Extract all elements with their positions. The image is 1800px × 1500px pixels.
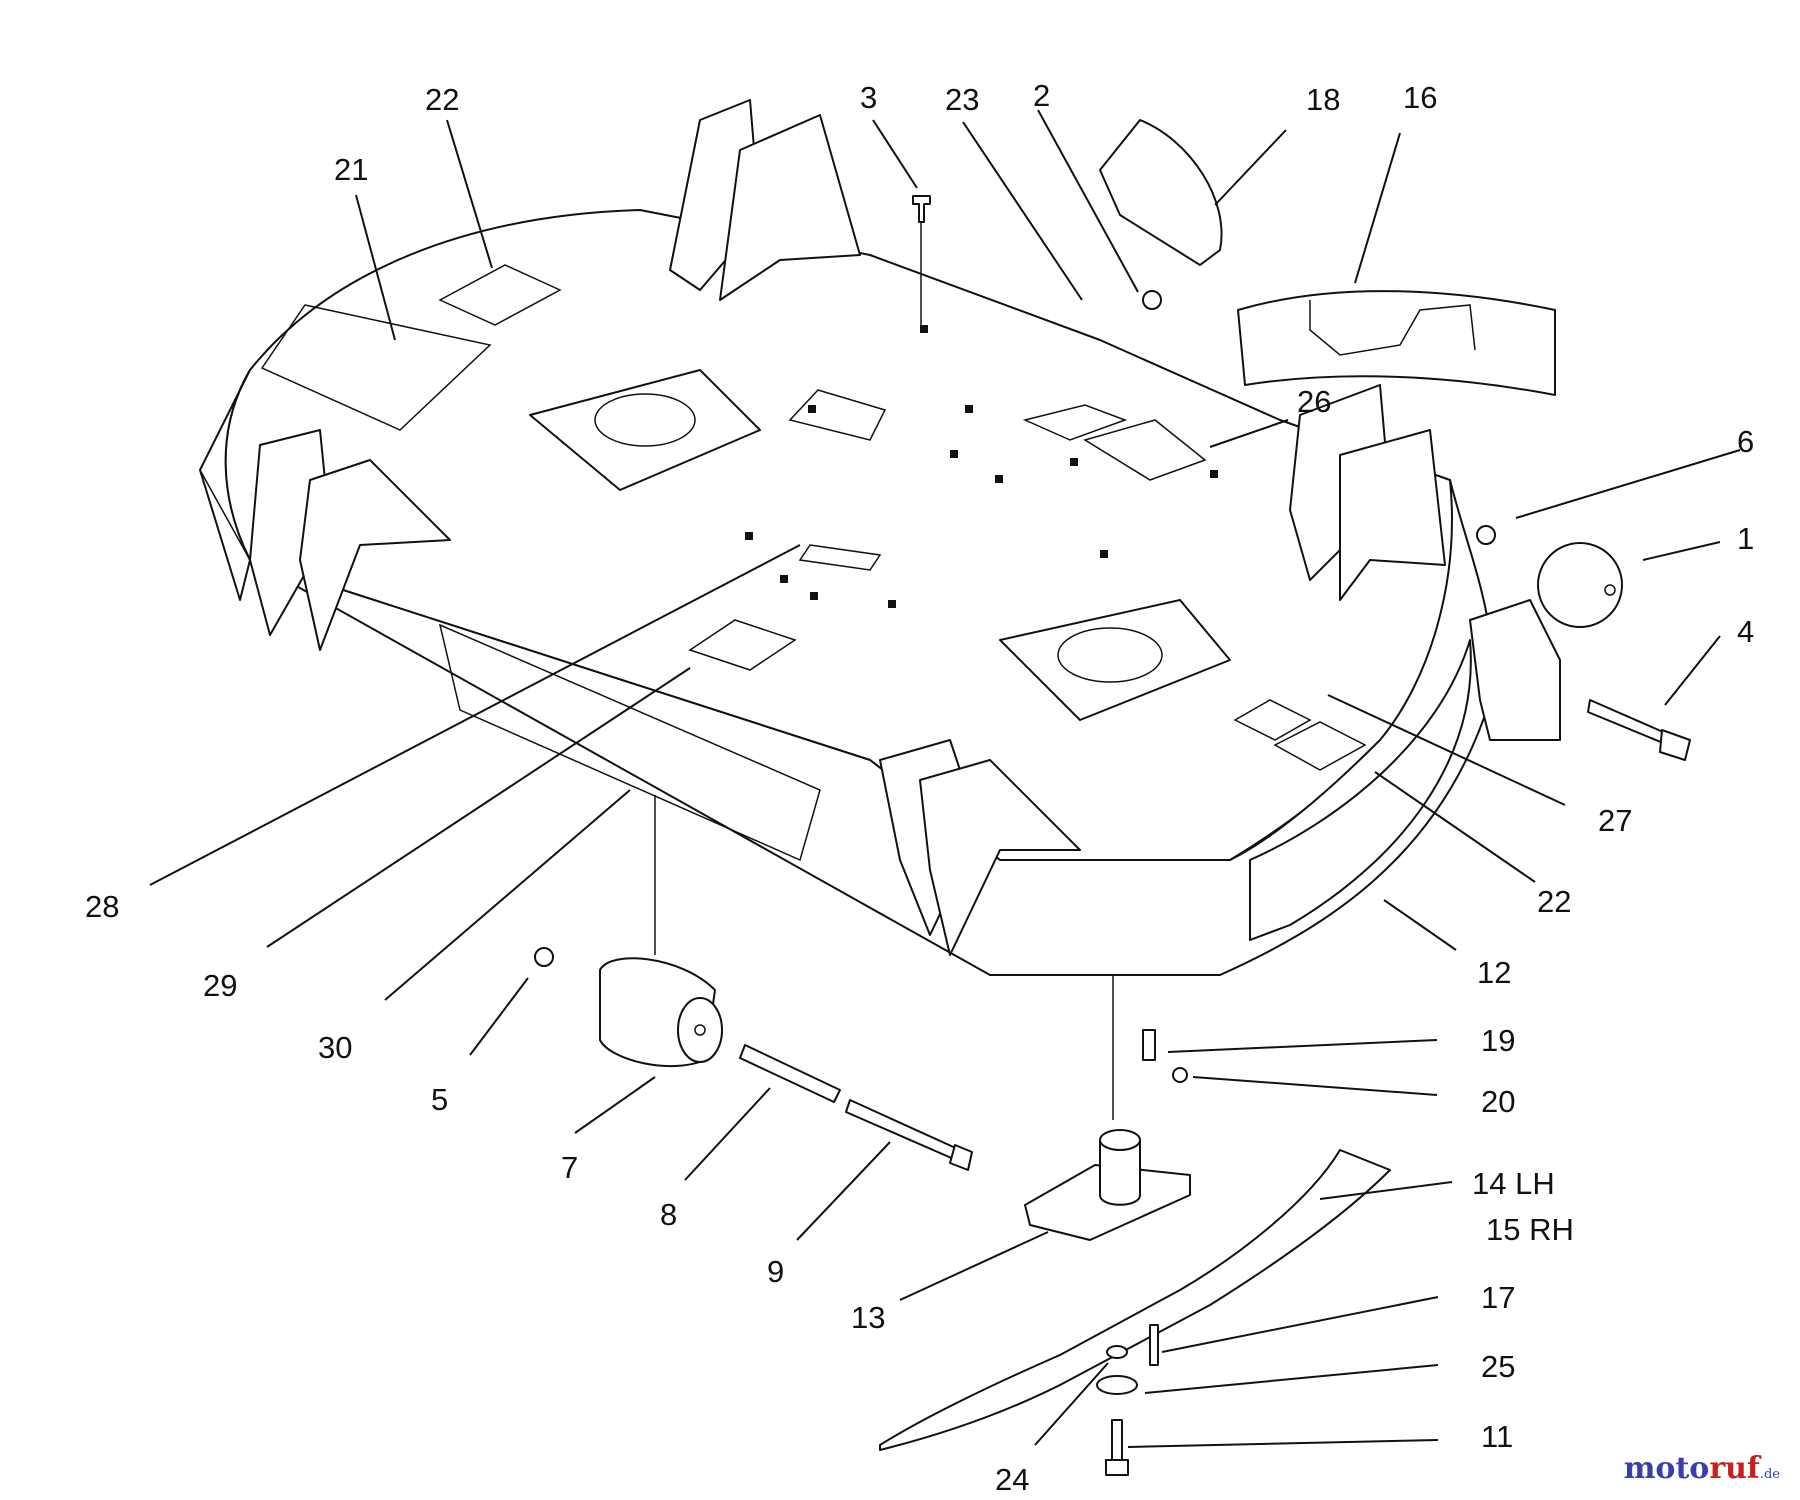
nut-2 [1142,290,1162,310]
deck-housing [199,99,1493,976]
callout-13: 13 [851,1300,885,1335]
key-19 [1142,1029,1156,1061]
washer-25 [1096,1375,1138,1395]
hardware-parts [534,119,1691,1476]
callout-2: 2 [1033,78,1050,113]
callout-22-top: 22 [425,82,459,117]
bolt-17 [1149,1324,1159,1366]
roller-1 [1537,542,1623,628]
callout-11: 11 [1481,1419,1513,1454]
callout-5: 5 [431,1082,448,1117]
watermark-part-1: moto [1623,1451,1710,1486]
callout-3: 3 [860,80,877,115]
callout-27: 27 [1598,803,1632,838]
callout-1: 1 [1737,521,1754,556]
callout-6: 6 [1737,424,1754,459]
washer-24 [1106,1345,1128,1359]
callout-17: 17 [1481,1280,1515,1315]
callout-30: 30 [318,1030,352,1065]
baffle-16 [1237,290,1556,396]
callout-21: 21 [334,152,368,187]
callout-23: 23 [945,82,979,117]
callout-labels: 22 21 3 23 2 18 16 26 6 1 4 27 22 12 28 … [85,78,1754,1497]
bolt-4 [1587,699,1671,746]
callout-16: 16 [1403,80,1437,115]
callout-19: 19 [1481,1023,1515,1058]
roller-bracket [1469,599,1561,741]
watermark-logo: motoruf.de [1624,1451,1780,1486]
callout-26: 26 [1297,384,1331,419]
callout-4: 4 [1737,614,1754,649]
bolt-9 [845,1099,961,1161]
bolt-3 [912,195,931,223]
callout-7: 7 [561,1150,578,1185]
watermark-part-3: .de [1759,1467,1780,1482]
callout-8: 8 [660,1197,677,1232]
bolt-11 [1111,1419,1123,1461]
nut-20 [1172,1067,1188,1083]
callout-24: 24 [995,1462,1029,1497]
callout-22-right: 22 [1537,884,1571,919]
baffle-18 [1099,119,1223,266]
callout-12: 12 [1477,955,1511,990]
nut-6 [1476,525,1496,545]
callout-18: 18 [1306,82,1340,117]
leader-lines [149,109,1741,1448]
blade-14-15 [879,1149,1391,1451]
callout-20: 20 [1481,1084,1515,1119]
callout-15-rh: 15 RH [1486,1212,1574,1247]
callout-29: 29 [203,968,237,1003]
nut-5 [534,947,554,967]
spacer-8 [739,1044,841,1103]
callout-14-lh: 14 LH [1472,1166,1555,1201]
callout-9: 9 [767,1254,784,1289]
callout-25: 25 [1481,1349,1515,1384]
callout-28: 28 [85,889,119,924]
watermark-part-2: ruf [1709,1451,1760,1486]
